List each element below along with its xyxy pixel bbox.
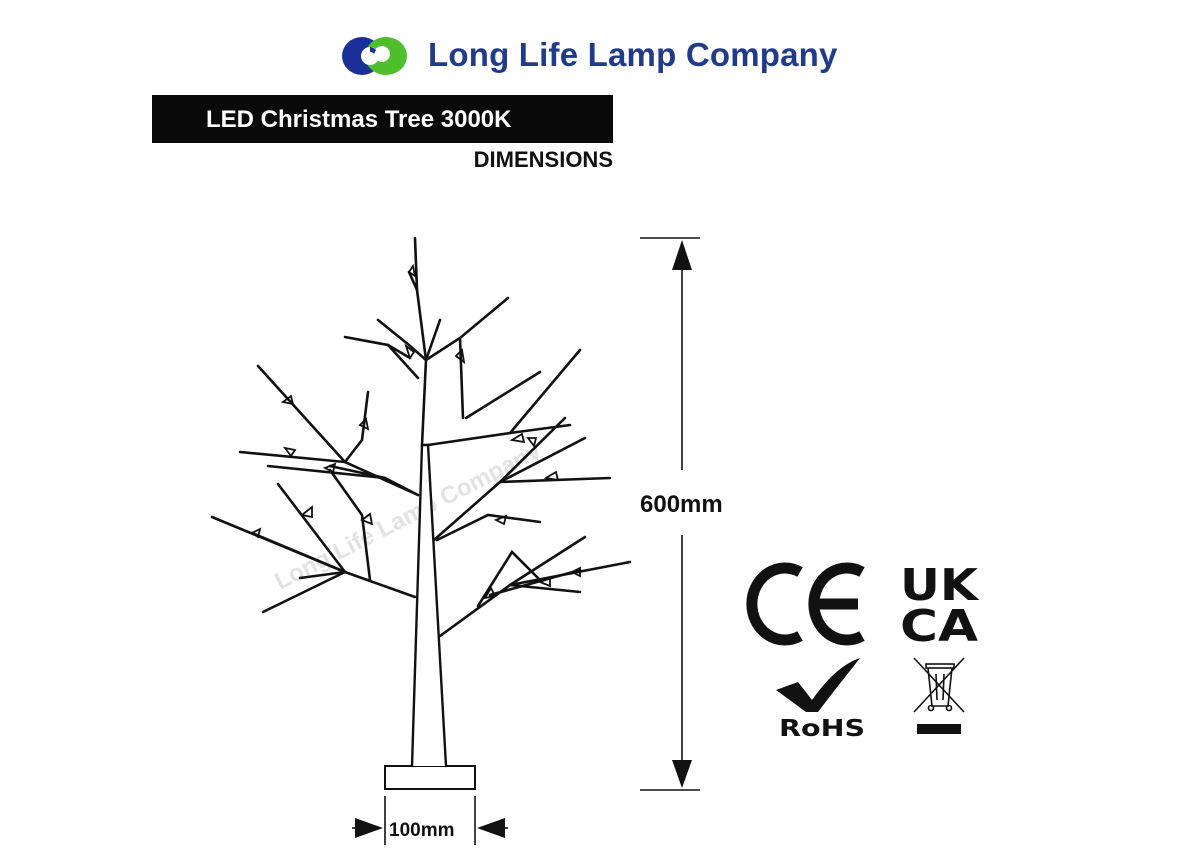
width-label: 100mm bbox=[389, 820, 455, 841]
interlocking-rings-logo bbox=[342, 37, 407, 75]
crossed-out-bin-icon bbox=[913, 657, 965, 734]
checkmark-icon bbox=[776, 658, 860, 712]
height-dimension bbox=[640, 237, 700, 791]
arrow-up-icon bbox=[672, 240, 692, 270]
company-name: Long Life Lamp Company bbox=[428, 36, 838, 73]
tree-drawing bbox=[210, 236, 632, 790]
arrow-left-icon bbox=[477, 818, 505, 838]
ukca-top: UK bbox=[900, 560, 980, 611]
width-dimension bbox=[352, 796, 508, 845]
rohs-text: RoHS bbox=[779, 716, 865, 742]
ce-mark-text: CE bbox=[0, 0, 2, 1]
section-heading: DIMENSIONS bbox=[473, 147, 613, 172]
ukca-mark: UK CA bbox=[900, 560, 980, 652]
ukca-bottom: CA bbox=[900, 601, 978, 652]
header: Long Life Lamp Company bbox=[0, 28, 1200, 84]
tree-base bbox=[384, 765, 476, 790]
tree-trunk bbox=[410, 443, 448, 768]
ce-mark bbox=[746, 562, 865, 646]
product-title: LED Christmas Tree 3000K bbox=[206, 106, 512, 133]
product-title-bar: LED Christmas Tree 3000K bbox=[152, 95, 613, 143]
rohs-mark: RoHS bbox=[776, 658, 865, 742]
height-label: 600mm bbox=[640, 491, 723, 518]
arrow-right-icon bbox=[355, 818, 383, 838]
arrow-down-icon bbox=[672, 760, 692, 788]
